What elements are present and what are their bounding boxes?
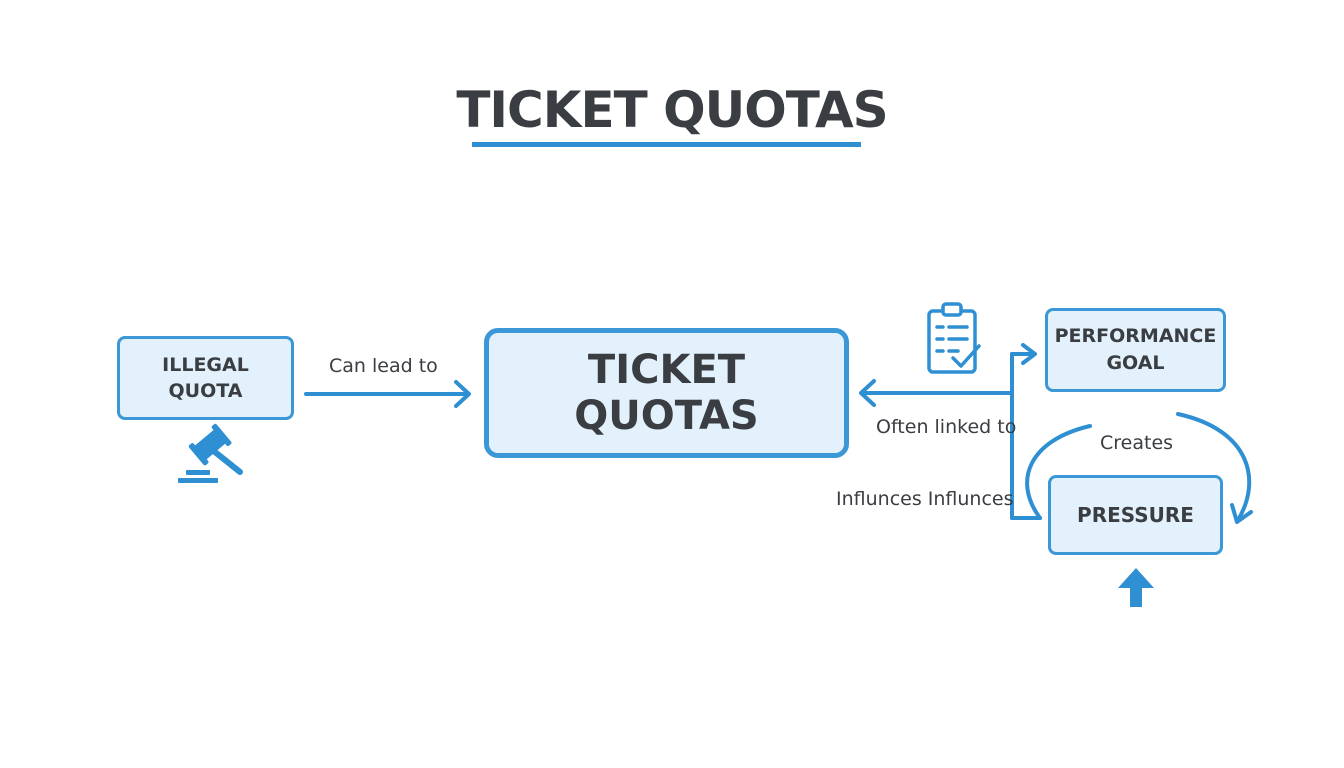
- arrow-often-linked-to: [859, 379, 1012, 407]
- node-pressure-label: PRESSURE: [1077, 503, 1194, 527]
- edge-label-creates: Creates: [1100, 432, 1174, 454]
- node-pressure: PRESSURE: [1048, 475, 1223, 555]
- edge-label-influences: Influnces Influnces: [836, 488, 1014, 510]
- node-performance-goal-line1: PERFORMANCE: [1054, 325, 1217, 347]
- node-performance-goal-line2: GOAL: [1106, 352, 1165, 374]
- page-title: TICKET QUOTAS: [456, 81, 888, 139]
- clipboard-check-icon: [927, 302, 981, 374]
- title-underline: [472, 142, 861, 147]
- bracket-connector: [1010, 343, 1042, 520]
- node-ticket-quotas-label: TICKET QUOTAS: [574, 347, 759, 439]
- edge-label-can-lead-to: Can lead to: [329, 355, 438, 377]
- edge-label-often-linked-to: Often linked to: [876, 416, 1017, 438]
- arrow-up-icon: [1118, 568, 1154, 607]
- node-illegal-quota: ILLEGAL QUOTA: [117, 336, 294, 420]
- gavel-icon: [178, 423, 243, 483]
- arrow-can-lead-to: [304, 380, 471, 408]
- node-ticket-quotas: TICKET QUOTAS: [484, 328, 849, 458]
- arrow-creates-loop: [1025, 412, 1253, 524]
- node-performance-goal: PERFORMANCE GOAL: [1045, 308, 1226, 392]
- node-illegal-quota-line1: ILLEGAL: [162, 354, 249, 376]
- node-illegal-quota-line2: QUOTA: [168, 380, 243, 402]
